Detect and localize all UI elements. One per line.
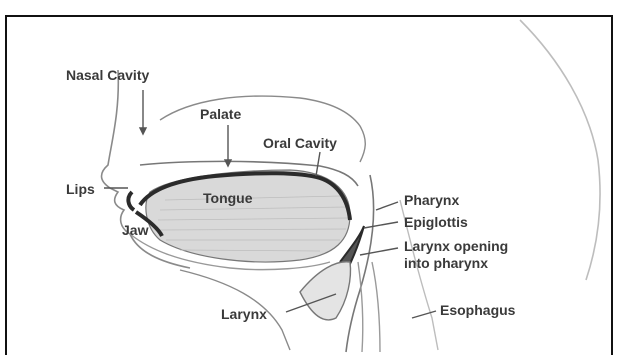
esophagus-label: Esophagus	[440, 302, 516, 318]
esophagus-tube	[358, 262, 380, 352]
nasal-cavity-arrow	[140, 128, 146, 134]
lips-label: Lips	[66, 181, 95, 197]
pharynx-label: Pharynx	[404, 192, 459, 208]
larynx-opening-label-line2: into pharynx	[404, 255, 488, 271]
oral-cavity-label: Oral Cavity	[263, 135, 337, 151]
oral-cavity-leader	[316, 152, 320, 176]
posterior-head-outline	[520, 20, 600, 280]
palate-arrow	[225, 160, 231, 166]
larynx-opening-label-line1: Larynx opening	[404, 238, 508, 254]
tongue-label: Tongue	[203, 190, 253, 206]
jaw-label: Jaw	[122, 222, 149, 238]
larynx-label: Larynx	[221, 306, 267, 322]
larynx-shape	[300, 262, 350, 320]
nasal-cavity-contour	[160, 96, 365, 162]
palate-label: Palate	[200, 106, 241, 122]
epiglottis-leader	[364, 222, 398, 228]
epiglottis-label: Epiglottis	[404, 214, 468, 230]
pharynx-leader	[376, 202, 398, 210]
larynx-opening-leader	[360, 248, 398, 255]
nasal-cavity-label: Nasal Cavity	[66, 67, 149, 83]
